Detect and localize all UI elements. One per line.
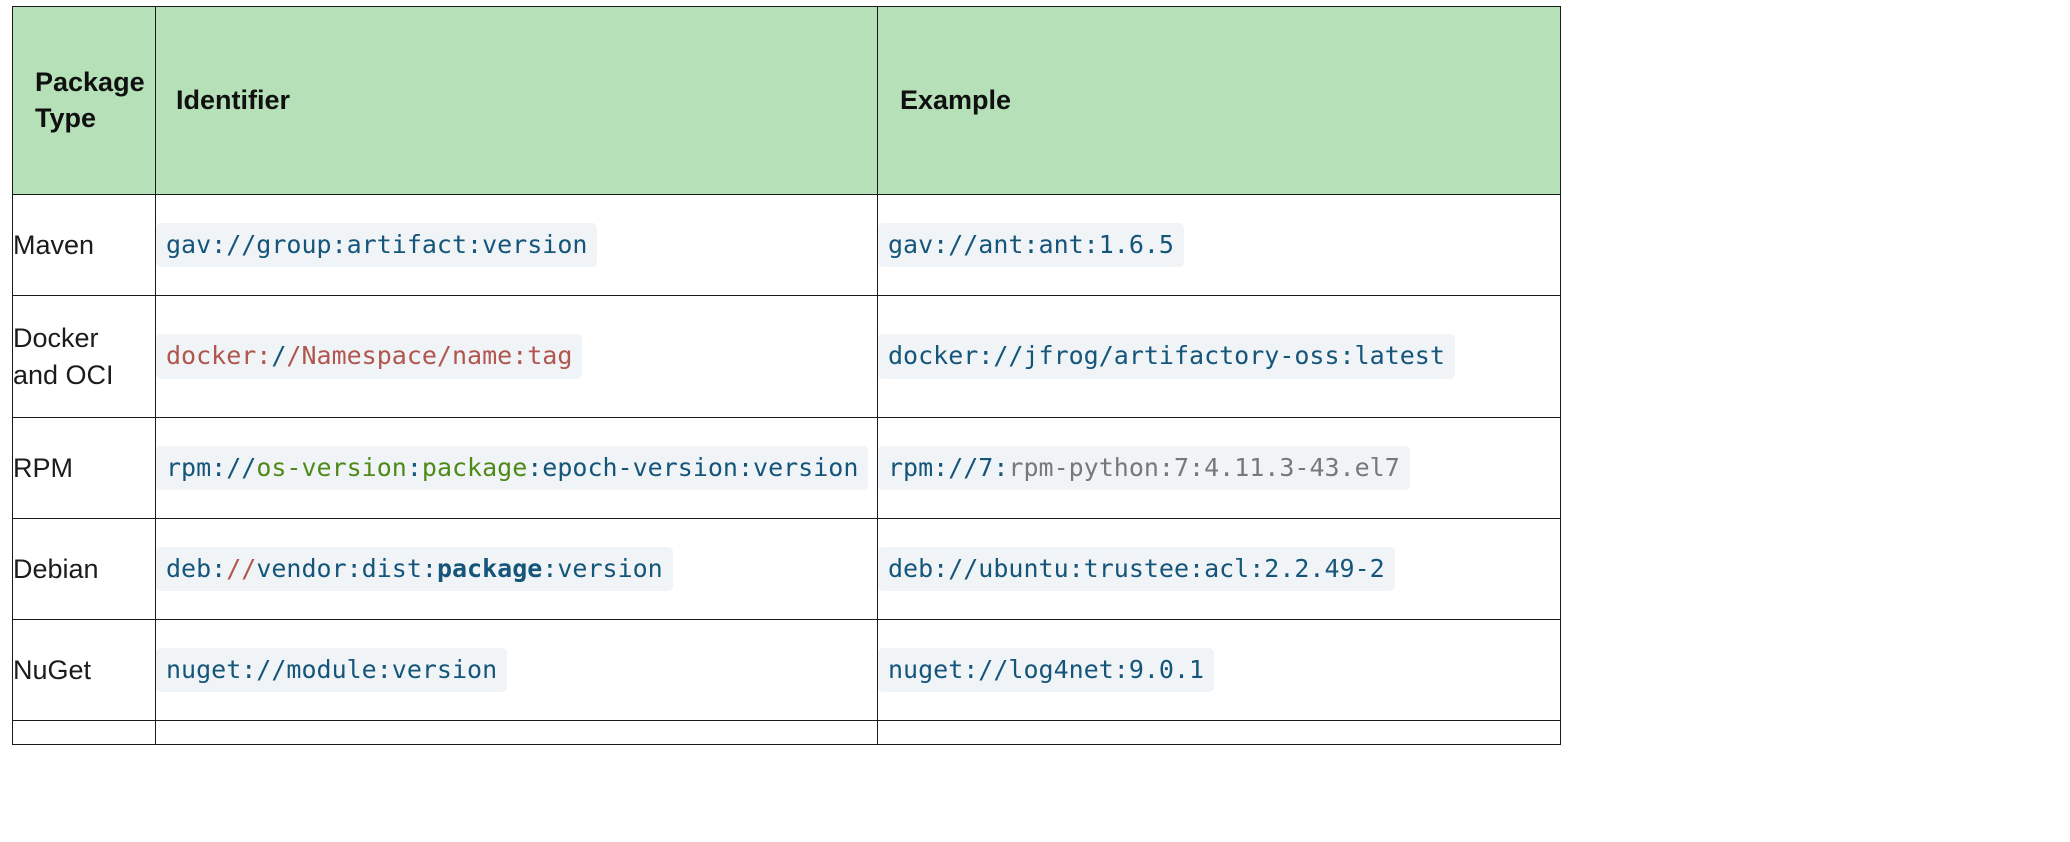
example-code: deb://ubuntu:trustee:acl:2.2.49-2 bbox=[878, 546, 1395, 592]
code-token: :epoch-version:version bbox=[527, 452, 859, 482]
code-token: // bbox=[226, 553, 257, 583]
code-token: rpm://7: bbox=[888, 452, 1009, 482]
cell-example: gav://ant:ant:1.6.5 bbox=[877, 194, 1561, 296]
code-token: /Namespace/name:tag bbox=[286, 341, 573, 371]
cell-identifier: docker://Namespace/name:tag bbox=[155, 295, 878, 418]
table-body: Maven gav://group:artifact:version gav://a… bbox=[12, 194, 1561, 745]
code-token: docker: bbox=[166, 341, 272, 371]
cell-identifier: gav://group:artifact:version bbox=[155, 194, 878, 296]
example-code: nuget://log4net:9.0.1 bbox=[878, 647, 1215, 693]
column-header-example: Example bbox=[877, 6, 1561, 195]
code-token: vendor:dist: bbox=[256, 553, 437, 583]
code-token: deb://ubuntu:trustee:acl:2.2.49-2 bbox=[888, 553, 1385, 583]
code-token: rpm-python:7:4.11.3-43.el7 bbox=[1008, 452, 1400, 482]
example-code: docker://jfrog/artifactory-oss:latest bbox=[878, 334, 1455, 379]
table-row: NuGet nuget://module:version nuget://log4n… bbox=[12, 619, 1561, 721]
table-row: Maven gav://group:artifact:version gav://a… bbox=[12, 194, 1561, 296]
identifier-code: deb://vendor:dist:package:version bbox=[156, 546, 673, 592]
code-token: deb: bbox=[166, 553, 227, 583]
cell-package-type: NuGet bbox=[12, 619, 156, 721]
cell-example: docker://jfrog/artifactory-oss:latest bbox=[877, 295, 1561, 418]
cell-example: rpm://7:rpm-python:7:4.11.3-43.el7 bbox=[877, 417, 1561, 519]
code-token: / bbox=[271, 341, 287, 371]
cell-package-type: RPM bbox=[12, 417, 156, 519]
identifier-code: docker://Namespace/name:tag bbox=[156, 334, 583, 379]
package-identifier-table: Package Type Identifier Example Maven gav… bbox=[12, 6, 1561, 745]
table-header-row: Package Type Identifier Example bbox=[12, 6, 1561, 195]
table-row-partial bbox=[12, 720, 1561, 745]
code-token: nuget://module:version bbox=[166, 654, 498, 684]
code-token: :version bbox=[542, 553, 663, 583]
identifier-code: nuget://module:version bbox=[156, 647, 508, 693]
cell-identifier: deb://vendor:dist:package:version bbox=[155, 518, 878, 620]
code-token: rpm:// bbox=[166, 452, 257, 482]
code-token: gav://group:artifact:version bbox=[166, 229, 588, 259]
cell-identifier: nuget://module:version bbox=[155, 619, 878, 721]
table-header: Package Type Identifier Example bbox=[12, 6, 1561, 195]
cell-package-type: Maven bbox=[12, 194, 156, 296]
example-code: gav://ant:ant:1.6.5 bbox=[878, 222, 1184, 268]
example-code: rpm://7:rpm-python:7:4.11.3-43.el7 bbox=[878, 445, 1410, 491]
column-header-package-type: Package Type bbox=[12, 6, 156, 195]
cell-example: deb://ubuntu:trustee:acl:2.2.49-2 bbox=[877, 518, 1561, 620]
column-header-identifier: Identifier bbox=[155, 6, 878, 195]
cell-package-type: Debian bbox=[12, 518, 156, 620]
code-token: gav://ant:ant:1.6.5 bbox=[888, 229, 1174, 259]
identifier-code: rpm://os-version:package:epoch-version:v… bbox=[156, 445, 869, 491]
code-token: os-version bbox=[256, 452, 407, 482]
package-identifier-table-wrapper: Package Type Identifier Example Maven gav… bbox=[12, 6, 1561, 745]
cell-partial bbox=[877, 720, 1561, 745]
code-token: package bbox=[421, 452, 528, 482]
code-token: nuget://log4net:9.0.1 bbox=[888, 654, 1205, 684]
cell-identifier: rpm://os-version:package:epoch-version:v… bbox=[155, 417, 878, 519]
cell-package-type: Docker and OCI bbox=[12, 295, 156, 418]
code-token: docker://jfrog/artifactory-oss:latest bbox=[888, 341, 1445, 371]
cell-partial bbox=[155, 720, 878, 745]
cell-example: nuget://log4net:9.0.1 bbox=[877, 619, 1561, 721]
code-token: package bbox=[436, 553, 543, 583]
cell-partial bbox=[12, 720, 156, 745]
identifier-code: gav://group:artifact:version bbox=[156, 222, 598, 268]
code-token: : bbox=[406, 452, 422, 482]
